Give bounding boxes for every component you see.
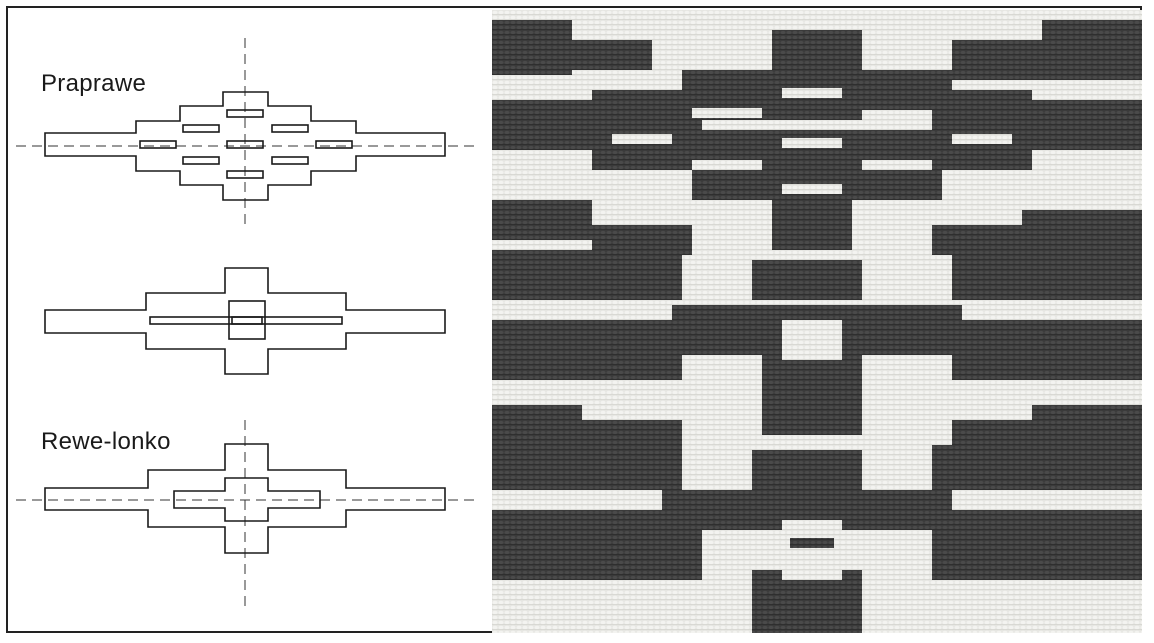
label-rewe-lonko: Rewe-lonko	[41, 428, 171, 455]
motif-center-bar-inner	[231, 316, 263, 325]
motif-center-bar	[149, 316, 343, 325]
textile-photo	[492, 10, 1142, 633]
textile-photo-image	[492, 10, 1142, 633]
diagram-rewe-lonko	[16, 420, 478, 608]
diagram-praprawe	[16, 38, 478, 228]
motif-inner-cross	[173, 477, 321, 522]
motif-bar	[226, 170, 264, 179]
figure-frame: Praprawe Rewe-lonko	[6, 6, 1142, 633]
dark-center-bar	[790, 538, 834, 548]
diagram-middle	[44, 267, 446, 375]
motif-bar	[226, 109, 264, 118]
motif-bar	[271, 124, 309, 133]
light-inner-bars	[612, 88, 1012, 580]
motif-bar	[271, 156, 309, 165]
motif-outline	[44, 267, 446, 375]
motif-bar	[182, 124, 220, 133]
motif-bar	[139, 140, 177, 149]
motif-bar	[315, 140, 353, 149]
label-praprawe: Praprawe	[41, 70, 147, 97]
motif-outline	[44, 443, 446, 554]
motif-outline	[44, 91, 446, 201]
motif-center-box	[228, 300, 266, 340]
diagram-panel: Praprawe Rewe-lonko	[8, 8, 494, 635]
motif-bar	[182, 156, 220, 165]
motif-bar	[226, 140, 264, 149]
motif-diagrams	[16, 38, 478, 608]
